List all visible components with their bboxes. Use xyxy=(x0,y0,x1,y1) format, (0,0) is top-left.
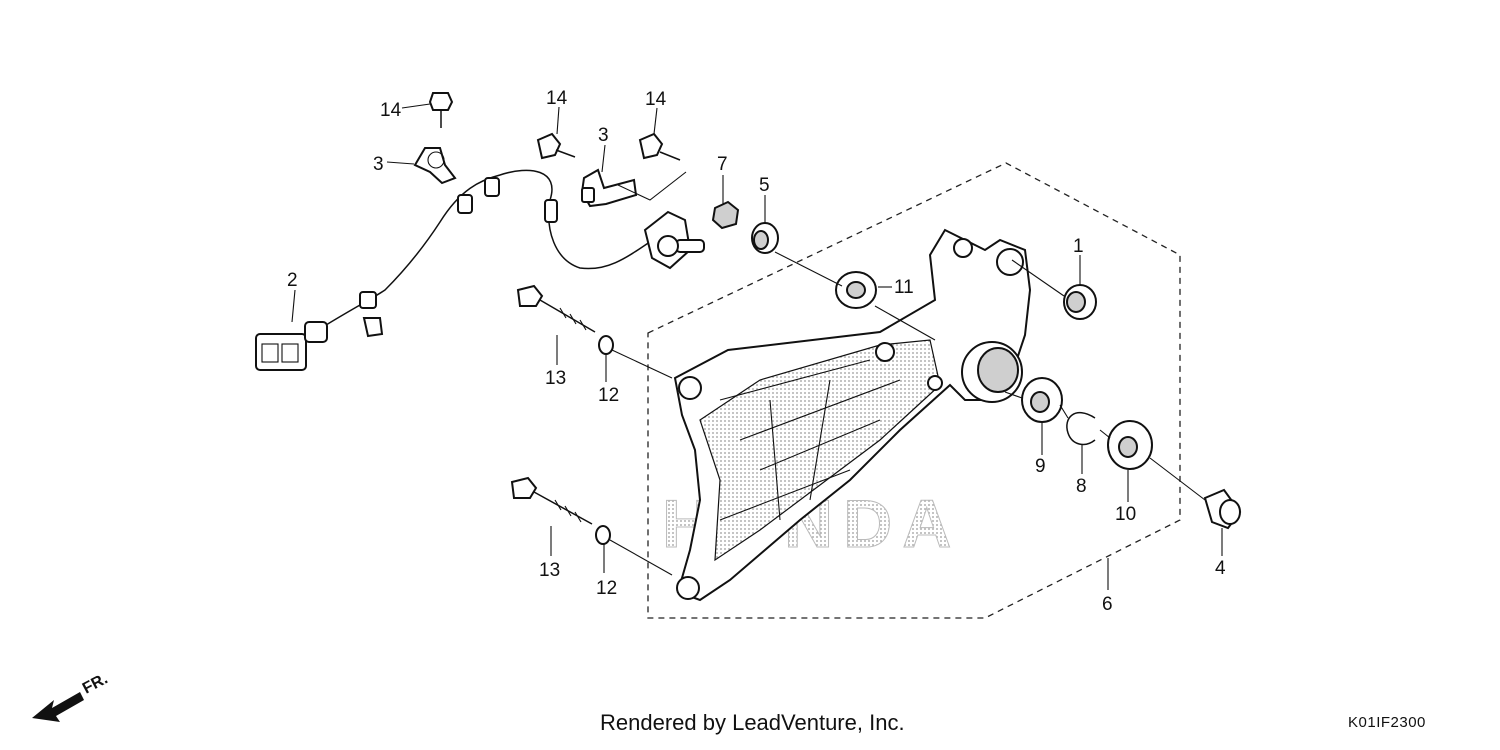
callout-14-right: 14 xyxy=(645,89,667,110)
nut-7 xyxy=(711,200,740,230)
bolt-14-right xyxy=(638,132,681,161)
callouts: 14 3 14 3 14 2 7 5 11 1 13 12 9 8 10 4 1… xyxy=(287,88,1226,615)
callout-5: 5 xyxy=(759,175,770,196)
direction-label: FR. xyxy=(80,670,111,697)
swing-arm xyxy=(673,228,1032,602)
assembly-outline xyxy=(647,162,1181,619)
wire-clamp-right xyxy=(580,168,638,208)
bolt-13-upper xyxy=(516,284,596,333)
bush-1 xyxy=(1063,284,1097,320)
bearing-11 xyxy=(835,271,877,309)
bolt-14-middle xyxy=(536,132,576,160)
callout-4: 4 xyxy=(1215,558,1226,579)
callout-11: 11 xyxy=(894,277,914,298)
callout-2: 2 xyxy=(287,270,298,291)
callout-1: 1 xyxy=(1073,236,1084,257)
wire-clamp-left xyxy=(413,147,457,185)
callout-3-right: 3 xyxy=(598,125,609,146)
seal-10 xyxy=(1107,420,1153,470)
circlip-8 xyxy=(1066,412,1096,446)
bolt-13-lower xyxy=(510,476,593,525)
callout-8: 8 xyxy=(1076,476,1087,497)
collar-5 xyxy=(751,222,779,254)
callout-10: 10 xyxy=(1115,504,1136,525)
diagram-code: K01IF2300 xyxy=(1348,714,1426,731)
callout-13-upper: 13 xyxy=(545,368,566,389)
callout-3-left: 3 xyxy=(373,154,384,175)
credit-text: Rendered by LeadVenture, Inc. xyxy=(600,710,905,735)
bearing-9 xyxy=(1021,377,1063,423)
callout-7: 7 xyxy=(717,154,728,175)
callout-14-left: 14 xyxy=(380,100,402,121)
abs-sensor-harness xyxy=(255,169,705,371)
callout-13-lower: 13 xyxy=(539,560,560,581)
leader-lines xyxy=(291,103,1223,590)
callout-9: 9 xyxy=(1035,456,1046,477)
bolt-14-left xyxy=(428,92,454,128)
collar-4 xyxy=(1203,488,1242,530)
callout-6: 6 xyxy=(1102,594,1113,615)
washer-12-lower xyxy=(595,525,611,545)
callout-14-middle: 14 xyxy=(546,88,568,109)
callout-12-lower: 12 xyxy=(596,578,617,599)
callout-12-upper: 12 xyxy=(598,385,619,406)
front-direction-arrow-icon: FR. xyxy=(32,670,111,722)
washer-12-upper xyxy=(598,335,614,355)
